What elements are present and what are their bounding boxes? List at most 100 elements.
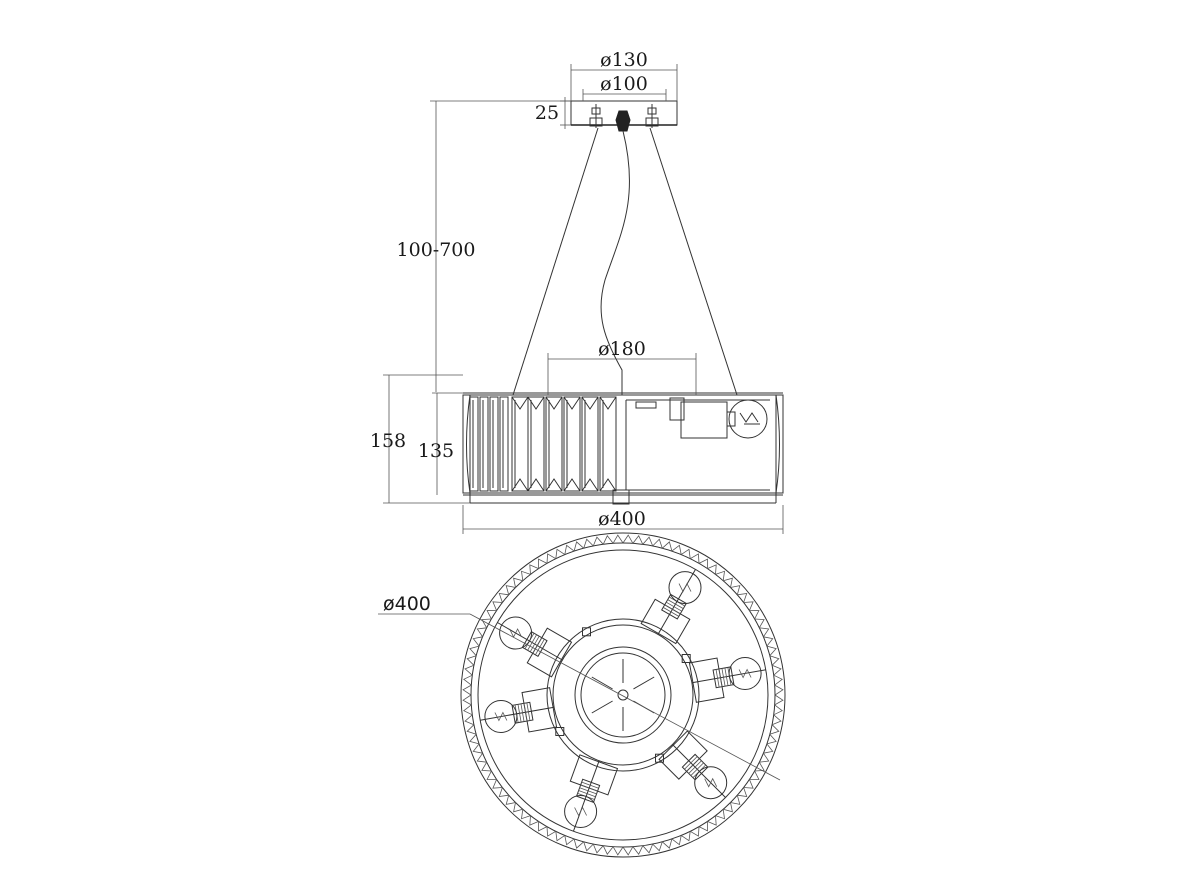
mount-bracket [582,627,591,637]
lamp-arm [688,657,766,703]
crystal-bead [529,815,539,826]
bulb-icon [728,657,762,690]
suspension-cables [512,127,738,396]
mount-bracket [555,727,565,736]
dim-label-crystal-height: 135 [418,440,454,462]
crystal-prism [479,396,489,492]
crystal-bead [707,564,717,575]
crystal-bead [592,843,604,854]
crystal-prism [599,396,617,492]
crystal-bead [538,821,548,832]
crystal-bead [555,831,566,842]
crystal-bead [555,548,566,559]
lamp-socket-icon [575,778,601,803]
crystal-bead [462,684,472,696]
crystal-bead [481,618,492,629]
crystal-bead [642,536,654,547]
dim-label-canopy-inner: ø100 [600,73,648,95]
crystal-bead [771,714,782,726]
crystal-bead [462,694,472,706]
bulb-icon [668,571,702,605]
crystal-bead [538,558,548,569]
frame-spokes [591,659,655,731]
dim-label-body-diameter-side: ø400 [598,508,646,530]
crystal-bead [652,538,663,549]
dimension-body-diameter-bottom: ø400 [378,593,781,781]
crystal-bead [466,724,477,735]
dim-label-total-height: 158 [370,430,406,452]
mount-bracket [655,753,664,763]
crystal-bead [754,618,765,629]
crystal-bead [622,534,634,544]
crystal-bead [773,674,783,686]
crystal-bead [505,795,516,805]
crystal-bead [698,558,708,569]
crystal-bead [662,541,673,552]
crystal-bead [737,787,748,797]
crystal-bead [498,787,509,797]
crystal-bead [564,544,575,555]
crystal-prism [581,396,599,492]
dimension-canopy-inner: ø100 [582,73,667,101]
lamp-arm [564,754,619,832]
dimension-total-height: 158 [370,374,470,504]
lamp-bottom-view [460,532,786,858]
canopy-screw-right [645,104,659,128]
crystal-bead [602,535,614,545]
crystal-bead [492,779,503,789]
crystal-bead [492,601,503,611]
crystal-bead [476,627,487,638]
crystal-bead [749,610,760,620]
bulb-icon [564,795,598,828]
crystal-bead [759,752,770,763]
crystal-bead [546,826,557,837]
frame-spoke [591,700,613,714]
crystal-bead [771,664,782,676]
crystal-prism [469,396,479,492]
crystal-bead [642,843,654,854]
ceiling-canopy [570,100,678,132]
crystal-bead [486,610,497,620]
crystal-bead [481,761,492,772]
crystal-bead [464,714,475,726]
crystal-prism [545,396,563,492]
crystal-bead [466,655,477,666]
crystal-bead [652,841,663,852]
crystal-bead [498,593,509,603]
crystal-bead [773,704,783,716]
crystal-bead [754,761,765,772]
lamp-socket-icon [681,753,709,781]
lamp-arm [497,616,573,678]
crystal-bead [698,821,708,832]
dim-label-suspension-length: 100-700 [397,239,476,261]
crystal-bead [612,846,624,856]
crystal-bead [723,577,733,588]
crystal-bead [546,553,557,564]
bulb-icon [484,700,518,733]
crystal-prism [499,396,509,492]
crystal-bead [774,684,784,696]
crystal-bead [763,636,774,647]
lamp-arm [640,569,702,645]
crystal-prisms [469,396,617,492]
crystal-bead [671,835,682,846]
crystal-bead [469,645,480,656]
crystal-bead [749,770,760,780]
lamp-body-side-view [462,392,784,505]
crystal-bead [689,553,700,564]
lamp-socket-icon [521,631,548,657]
crystal-prism [527,396,545,492]
crystal-bead [723,802,733,813]
dimension-canopy-outer: ø130 [570,49,678,101]
crystal-bead-ring [462,534,784,856]
crystal-bead [573,838,584,849]
crystal-bead [564,835,575,846]
crystal-bead [689,826,700,837]
crystal-bead [680,831,691,842]
crystal-bead [769,655,780,666]
frame-spoke [591,676,613,690]
crystal-bead [622,846,634,856]
crystal-bead [513,802,523,813]
crystal-prism [511,396,529,492]
dimension-canopy-height: 25 [535,97,571,129]
